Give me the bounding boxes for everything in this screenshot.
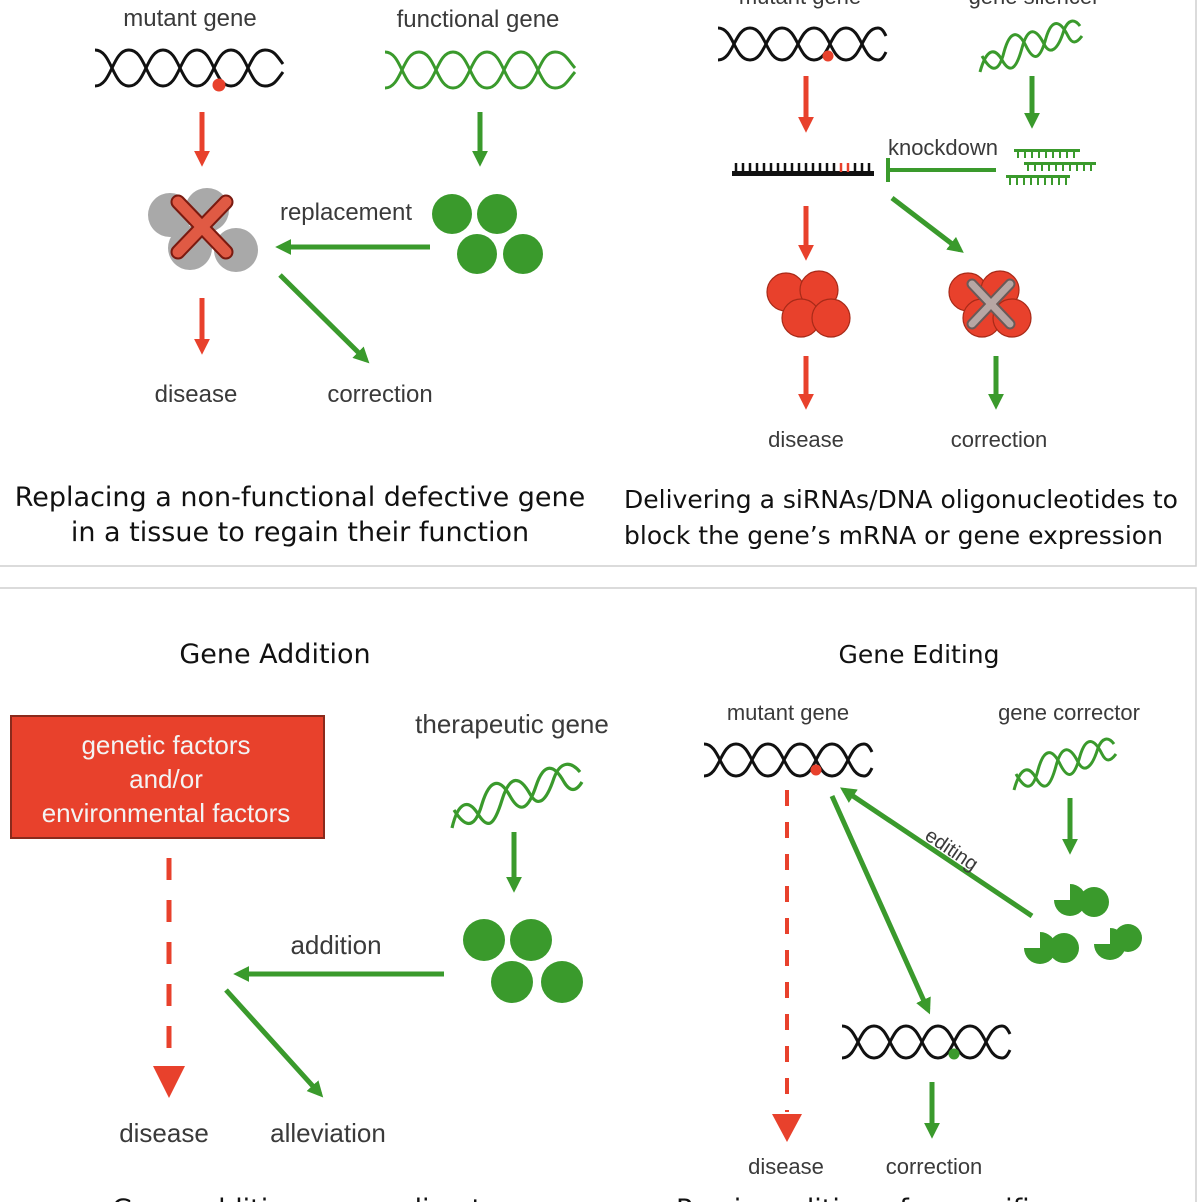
replacement-caption-line1: Replacing a non-functional defective gen… <box>15 482 586 513</box>
replacement-caption-line2: in a tissue to regain their function <box>71 517 529 548</box>
therapeutic-protein-icon <box>463 919 583 1003</box>
gene-editing-title: Gene Editing <box>839 640 1000 669</box>
cross-icon-2 <box>966 278 1016 330</box>
mutant-dna-icon <box>94 48 285 92</box>
cross-icon <box>170 194 234 260</box>
functional-protein-icon <box>432 194 543 274</box>
knockdown-label: knockdown <box>888 135 998 160</box>
disease-label: disease <box>155 381 238 408</box>
panel-gene-addition: Gene Addition genetic factors and/or env… <box>10 639 609 1202</box>
gene-corrector-label: gene corrector <box>998 700 1140 725</box>
alleviation-label: alleviation <box>270 1118 386 1148</box>
therapeutic-dna-icon <box>450 762 584 829</box>
panel-gene-silencing: mutant gene gene silencer <box>624 0 1178 550</box>
sirna-fragments-icon <box>1006 149 1096 185</box>
disease-label-2: disease <box>768 427 844 452</box>
correction-label: correction <box>327 381 432 408</box>
mrna-strand-icon <box>732 163 874 176</box>
factors-box: genetic factors and/or environmental fac… <box>10 715 325 839</box>
panel-gene-replacement: mutant gene functional gene <box>15 5 586 548</box>
addition-label: addition <box>290 930 381 960</box>
silencing-caption-line1: Delivering a siRNAs/DNA oligonucleotides… <box>624 485 1178 514</box>
factors-box-line3: environmental factors <box>42 798 291 828</box>
addition-caption-partial: Gene addition — one direct <box>112 1194 482 1202</box>
mutation-dot-icon <box>212 78 226 92</box>
editing-caption-partial: Precise editing of a specific gene <box>676 1194 1121 1202</box>
arrow-to-corrected-dna <box>829 794 931 1015</box>
functional-dna-icon <box>384 50 577 90</box>
replacement-label: replacement <box>280 199 412 226</box>
inhibition-bar-icon <box>886 158 996 182</box>
correction-label-4: correction <box>886 1154 983 1179</box>
corrector-dna-icon <box>1012 737 1118 791</box>
disease-label-4: disease <box>748 1154 824 1179</box>
expressed-protein-icon <box>766 270 851 338</box>
editing-enzyme-icon <box>1024 884 1142 964</box>
gene-silencer-label-partial: gene silencer <box>969 0 1100 9</box>
factors-box-line2: and/or <box>129 764 203 794</box>
correction-label-2: correction <box>951 427 1048 452</box>
therapeutic-gene-label: therapeutic gene <box>415 709 609 739</box>
gene-addition-title: Gene Addition <box>179 639 370 670</box>
mutation-dot-icon-2 <box>822 50 834 62</box>
mutant-gene-label: mutant gene <box>123 5 256 32</box>
mutant-dna-icon-2 <box>717 26 888 62</box>
mutation-dot-icon-4 <box>810 764 822 776</box>
blocked-protein-icon <box>948 270 1032 338</box>
arrow-to-disease-3 <box>153 1066 185 1098</box>
corrected-dot-icon <box>948 1048 960 1060</box>
arrow-to-disease-4 <box>772 1114 802 1142</box>
mutant-dna-icon-4 <box>703 742 874 778</box>
mutant-gene-label-4: mutant gene <box>727 700 849 725</box>
panel-gene-editing: Gene Editing mutant gene gene corrector … <box>676 640 1142 1202</box>
silencer-dna-icon <box>978 19 1084 73</box>
mutant-gene-label-partial: mutant gene <box>739 0 861 9</box>
arrow-to-alleviation <box>224 988 324 1098</box>
arrow-editing <box>840 787 1034 919</box>
arrow-to-correction <box>278 273 370 364</box>
factors-box-line1: genetic factors <box>81 730 250 760</box>
arrow-to-blocked-protein <box>890 196 964 253</box>
corrected-dna-icon <box>841 1024 1012 1060</box>
silencing-caption-line2: block the gene’s mRNA or gene expression <box>624 521 1163 550</box>
disease-label-3: disease <box>119 1118 209 1148</box>
functional-gene-label: functional gene <box>397 6 560 33</box>
defective-protein-icon <box>148 188 258 272</box>
